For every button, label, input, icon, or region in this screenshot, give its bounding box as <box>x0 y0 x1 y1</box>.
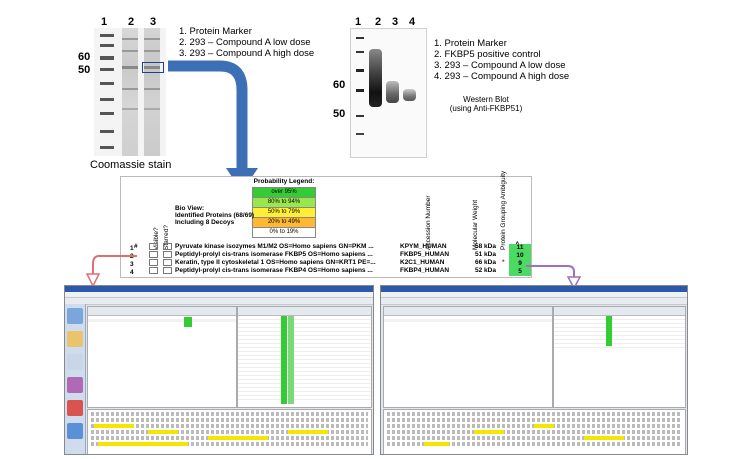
molecular-weight: 51 kDa <box>475 251 496 258</box>
menu-bar[interactable] <box>65 292 373 298</box>
western-blot-image <box>350 28 427 158</box>
spectrum-count: 5 <box>509 268 531 276</box>
decoys-node[interactable]: Including 8 Decoys <box>175 219 235 226</box>
statistics-icon[interactable] <box>67 423 83 439</box>
probability-legend-entry: 80% to 94% <box>252 198 316 208</box>
sample-lane <box>144 28 160 156</box>
sidebar <box>65 304 86 454</box>
lane-number: 1 <box>355 16 362 28</box>
western-blot-caption: Western Blot (using Anti-FKBP51) <box>446 95 526 113</box>
legend-item: 1. Protein Marker <box>434 38 507 49</box>
legend-item: 4. 293 – Compound A high dose <box>434 71 570 82</box>
legend-item: 1. Protein Marker <box>179 26 252 37</box>
visible-checkbox[interactable] <box>149 259 159 266</box>
mw-marker-label: 50 <box>333 108 346 120</box>
lane-number: 2 <box>128 16 135 28</box>
probability-legend-entry: 0% to 19% <box>252 228 316 238</box>
column-header-hash[interactable]: # <box>134 243 138 250</box>
spectrum-count: 9 <box>509 260 531 268</box>
gel-left-legend: 1. Protein Marker 2. 293 – Compound A lo… <box>179 26 314 59</box>
mw-marker-label: 50 <box>78 64 91 76</box>
scaffold-window-right <box>380 285 688 455</box>
protein-grid[interactable] <box>383 306 553 408</box>
legend-item: 2. FKBP5 positive control <box>434 49 541 60</box>
protein-name: Peptidyl-prolyl cis-trans isomerase FKBP… <box>175 251 373 258</box>
visible-checkbox[interactable] <box>149 251 159 258</box>
peptide-grid[interactable] <box>553 306 686 408</box>
visible-checkbox[interactable] <box>149 243 159 250</box>
spectrum-count: 11 <box>509 244 531 252</box>
protein-name: Keratin, type II cytoskeletal 1 OS=Homo … <box>175 259 376 266</box>
quantify-icon[interactable] <box>67 400 83 416</box>
probability-legend: Probability Legend: over 95% 80% to 94% … <box>252 178 316 238</box>
probability-legend-entry: over 95% <box>252 187 316 198</box>
gel-right-legend: 1. Protein Marker 2. FKBP5 positive cont… <box>434 38 569 82</box>
window-titlebar[interactable] <box>381 286 687 292</box>
toolbar[interactable] <box>381 298 687 305</box>
marker-lane <box>100 28 114 156</box>
window-titlebar[interactable] <box>65 286 373 292</box>
starred-checkbox[interactable] <box>163 259 173 266</box>
accession-number: KPYM_HUMAN <box>400 243 447 250</box>
lane-number: 2 <box>375 16 382 28</box>
column-header-accession[interactable]: Accession Number <box>425 195 432 250</box>
starred-checkbox[interactable] <box>163 243 173 250</box>
mw-marker-label: 60 <box>333 79 346 91</box>
bio-view-tree: Bio View: Identified Proteins (68/69) In… <box>175 205 254 226</box>
lane-number: 1 <box>101 16 108 28</box>
accession-number: K2C1_HUMAN <box>400 259 445 266</box>
lane-number: 3 <box>392 16 399 28</box>
protein-name: Peptidyl-prolyl cis-trans isomerase FKBP… <box>175 267 373 274</box>
protein-sequence-panel <box>383 409 686 454</box>
visible-checkbox[interactable] <box>149 267 159 274</box>
samples-icon[interactable] <box>67 331 83 347</box>
scaffold-window-left <box>64 285 374 455</box>
column-header-grouping-ambiguity[interactable]: Protein Grouping Ambiguity <box>500 170 507 250</box>
starred-checkbox[interactable] <box>163 251 173 258</box>
legend-item: 3. 293 – Compound A low dose <box>434 60 566 71</box>
caption-line: (using Anti-FKBP51) <box>449 104 523 113</box>
molecular-weight: 66 kDa <box>475 259 496 266</box>
peptide-grid[interactable] <box>237 306 372 408</box>
probability-legend-entry: 20% to 49% <box>252 218 316 228</box>
load-data-icon[interactable] <box>67 308 83 324</box>
proteins-icon[interactable] <box>67 354 83 370</box>
spectrum-count: 10 <box>509 252 531 260</box>
row-number: 1 <box>130 245 134 252</box>
excised-band-box <box>142 62 164 73</box>
probability-legend-entry: 50% to 79% <box>252 208 316 218</box>
toolbar[interactable] <box>65 298 373 305</box>
lane-number: 4 <box>409 16 416 28</box>
legend-item: 2. 293 – Compound A low dose <box>179 37 311 48</box>
probability-legend-title: Probability Legend: <box>253 178 315 185</box>
table-row[interactable]: 4 Peptidyl-prolyl cis-trans isomerase FK… <box>130 267 496 276</box>
lane-number: 3 <box>150 16 157 28</box>
sample-lane <box>122 28 138 156</box>
starred-checkbox[interactable] <box>163 267 173 274</box>
row-number: 3 <box>130 261 134 268</box>
accession-number: FKBP5_HUMAN <box>400 251 450 258</box>
menu-bar[interactable] <box>381 292 687 298</box>
coomassie-caption: Coomassie stain <box>90 159 172 171</box>
coomassie-gel-image <box>94 28 166 156</box>
arrow-purple-icon <box>526 265 582 290</box>
table-row[interactable]: 3 Keratin, type II cytoskeletal 1 OS=Hom… <box>130 259 505 268</box>
legend-item: 3. 293 – Compound A high dose <box>179 48 315 59</box>
bio-view-label: Bio View: <box>175 205 205 212</box>
accession-number: FKBP4_HUMAN <box>400 267 450 274</box>
table-row[interactable]: 1 Pyruvate kinase isozymes M1/M2 OS=Homo… <box>130 243 496 252</box>
molecular-weight: 58 kDa <box>475 243 496 250</box>
protein-results-table <box>120 176 532 278</box>
identified-proteins-node[interactable]: Identified Proteins (68/69) <box>175 212 255 219</box>
caption-line: Western Blot <box>463 95 509 104</box>
protein-name: Pyruvate kinase isozymes M1/M2 OS=Homo s… <box>175 243 374 250</box>
protein-sequence-panel <box>87 409 372 454</box>
mw-marker-label: 60 <box>78 51 91 63</box>
similarity-icon[interactable] <box>67 377 83 393</box>
molecular-weight: 52 kDa <box>475 267 496 274</box>
row-number: 4 <box>130 269 134 276</box>
ambiguity-marker: * <box>502 259 505 266</box>
protein-grid[interactable] <box>87 306 237 408</box>
arrow-red-icon <box>85 255 137 288</box>
